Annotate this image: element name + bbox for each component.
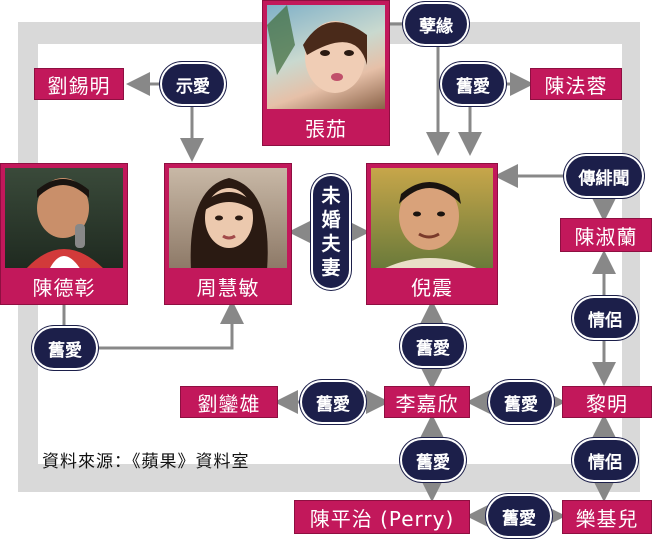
fiance-char-4: 妻 — [321, 257, 341, 279]
fiance-char-1: 未 — [321, 185, 341, 207]
name-chen-shulan: 陳淑蘭 — [560, 218, 652, 252]
link-chendezhang — [96, 300, 244, 350]
relation-badge-fiance: 未 婚 夫 妻 — [313, 176, 349, 288]
person-card-zhou-huimin: 周慧敏 — [164, 163, 292, 305]
name-liu-luanxiong: 劉鑾雄 — [180, 386, 278, 418]
relation-badge-jiuai-perry: 舊愛 — [402, 440, 464, 480]
name-li-jiaxin: 李嘉欣 — [384, 386, 470, 418]
name-le-jier: 樂基兒 — [562, 500, 652, 534]
source-note: 資料來源：《蘋果》資料室 — [42, 452, 250, 472]
relation-badge-shiai: 示愛 — [162, 64, 224, 104]
relation-badge-jiuai-chenfarong: 舊愛 — [442, 64, 504, 104]
photo-zhang-jia — [267, 5, 385, 109]
person-card-chen-dezhang: 陳德彰 — [0, 163, 128, 305]
name-zhou-huimin: 周慧敏 — [196, 275, 260, 300]
relation-badge-jiuai-nizhen: 舊愛 — [402, 326, 464, 366]
relation-badge-jiuai-liuluanxiong: 舊愛 — [302, 382, 364, 422]
name-zhang-jia: 張茄 — [305, 116, 347, 141]
relation-badge-chuanfeiwen: 傳緋聞 — [566, 156, 642, 196]
name-li-ming: 黎明 — [562, 386, 652, 418]
photo-chen-dezhang — [5, 168, 123, 268]
photo-ni-zhen — [371, 168, 493, 268]
fiance-char-2: 婚 — [321, 209, 341, 231]
name-liu-ximing: 劉錫明 — [34, 68, 124, 100]
name-chen-farong: 陳法蓉 — [530, 68, 622, 100]
photo-zhou-huimin — [169, 168, 287, 268]
name-ni-zhen: 倪震 — [411, 275, 453, 300]
person-card-ni-zhen: 倪震 — [366, 163, 498, 305]
name-chen-pingzhi: 陳平治 (Perry) — [294, 500, 470, 534]
relation-badge-qinglv-lejier: 情侶 — [574, 440, 636, 480]
relation-badge-qinglv-chenshulan: 情侶 — [574, 298, 636, 338]
fiance-char-3: 夫 — [321, 233, 341, 255]
relation-badge-jiuai-liming: 舊愛 — [490, 382, 552, 422]
name-chen-dezhang: 陳德彰 — [32, 275, 96, 300]
person-card-zhang-jia: 張茄 — [262, 0, 390, 146]
relation-badge-jiuai-chendezhang: 舊愛 — [34, 328, 96, 368]
relation-badge-nieyuan: 孽緣 — [405, 4, 467, 44]
relation-badge-jiuai-perry-lejier: 舊愛 — [488, 496, 550, 536]
